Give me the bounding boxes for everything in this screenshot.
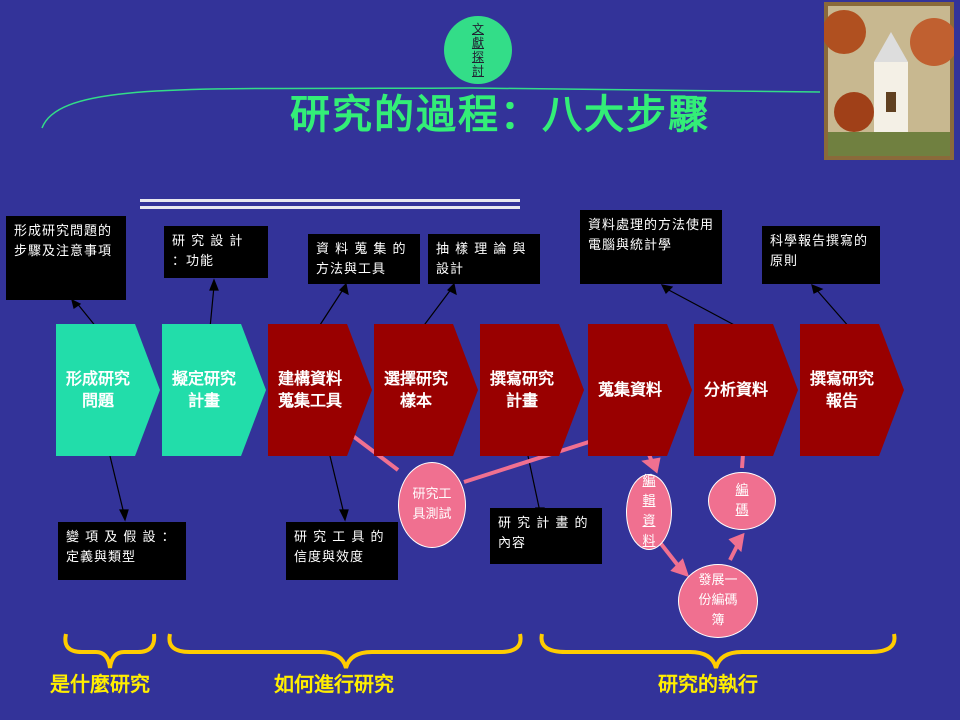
circle-label: 研究工具測試 <box>412 487 452 522</box>
phase-execute-research: 研究的執行 <box>658 672 758 696</box>
circle-develop-codebook: 發展一份編碼簿 <box>678 564 758 638</box>
step-label: 擬定研究計畫 <box>172 369 237 410</box>
note-variables-hypotheses: 變 項 及 假 設 ：定義與類型 <box>58 522 186 580</box>
step-select-sample: 選擇研究樣本 <box>374 324 478 456</box>
step-plan-research: 擬定研究計畫 <box>162 324 266 456</box>
note-data-processing: 資料處理的方法使用電腦與統計學 <box>580 210 722 284</box>
note-data-collection-methods: 資 料 蒐 集 的方法與工具 <box>308 234 420 284</box>
decorative-painting <box>822 2 958 160</box>
phase-what-research: 是什麼研究 <box>50 672 150 696</box>
step-write-report: 撰寫研究報告 <box>800 324 904 456</box>
circle-edit-data: 編輯資料 <box>626 474 672 550</box>
note-problem-steps: 形成研究問題的步驟及注意事項 <box>6 216 126 300</box>
circle-label: 編碼 <box>735 483 749 518</box>
note-research-design: 研 究 設 計 ：功能 <box>164 226 268 278</box>
literature-review-bubble: 文 獻 探 討 <box>444 16 512 84</box>
bubble-char: 探 <box>471 50 484 64</box>
step-label: 分析資料 <box>704 380 769 399</box>
bubble-char: 獻 <box>471 36 484 50</box>
circle-label: 發展一份編碼簿 <box>698 573 738 628</box>
step-label: 蒐集資料 <box>598 380 663 399</box>
step-label: 撰寫研究報告 <box>810 369 875 410</box>
note-reliability-validity: 研 究 工 具 的信度與效度 <box>286 522 398 580</box>
church-illustration <box>822 2 958 160</box>
circle-label: 編輯資料 <box>642 474 656 549</box>
circle-coding: 編碼 <box>708 472 776 530</box>
step-label: 選擇研究樣本 <box>384 369 449 410</box>
step-write-proposal: 撰寫研究計畫 <box>480 324 584 456</box>
divider-line <box>140 206 520 209</box>
divider-line <box>140 199 520 202</box>
bubble-char: 討 <box>471 64 484 78</box>
step-label: 建構資料蒐集工具 <box>278 369 343 410</box>
circle-tool-test: 研究工具測試 <box>398 462 466 548</box>
step-label: 撰寫研究計畫 <box>490 369 555 410</box>
step-analyze-data: 分析資料 <box>694 324 798 456</box>
connector-1 <box>75 301 98 329</box>
phase-how-research: 如何進行研究 <box>274 672 394 696</box>
step-form-problem: 形成研究問題 <box>56 324 160 456</box>
step-build-tools: 建構資料蒐集工具 <box>268 324 372 456</box>
page-title: 研究的過程：八大步驟 <box>290 92 710 138</box>
step-label: 形成研究問題 <box>66 369 131 410</box>
note-report-writing: 科學報告撰寫的原則 <box>762 226 880 284</box>
note-proposal-content: 研 究 計 畫 的內容 <box>490 508 602 564</box>
step-collect-data: 蒐集資料 <box>588 324 692 456</box>
bubble-char: 文 <box>471 22 484 36</box>
note-sampling-theory: 抽 樣 理 論 與設計 <box>428 234 540 284</box>
